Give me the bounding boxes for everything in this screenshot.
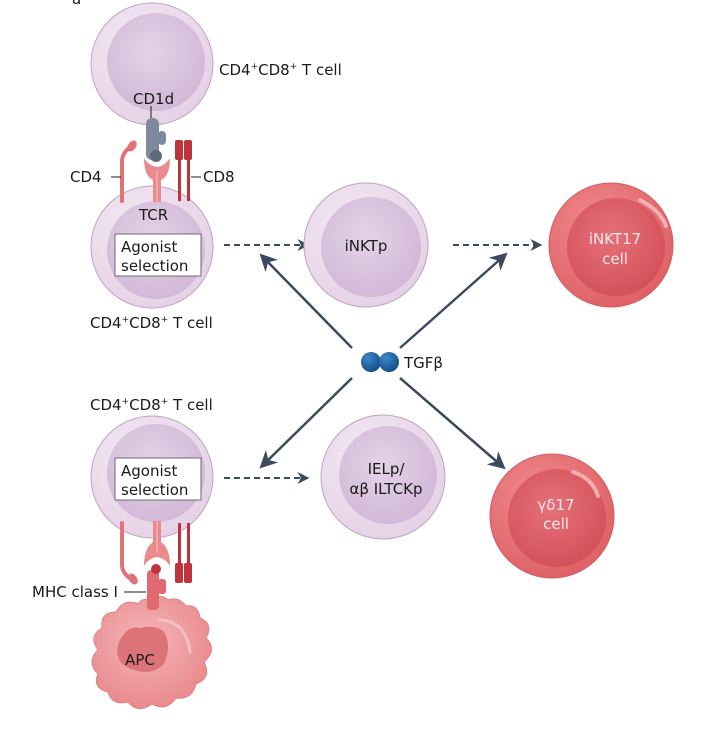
agonist-selection-box-top: Agonist selection	[114, 233, 202, 277]
cd8-top	[175, 140, 192, 201]
mhc-class-i	[147, 564, 166, 610]
cd1d-label: CD1d	[133, 90, 174, 108]
ielp-cell: IELp/ αβ ILTCKp	[320, 414, 446, 540]
svg-text:Agonist: Agonist	[121, 462, 177, 480]
lower-t-cell-label-top: CD4+CD8+ T cell	[90, 314, 213, 332]
tgfb-arrow-to-bottom-right	[399, 377, 506, 470]
tgfb-arrow-to-top-right	[399, 252, 508, 349]
svg-text:αβ ILTCKp: αβ ILTCKp	[349, 480, 422, 498]
tgfb-arrow-to-bottom-left	[259, 377, 353, 469]
apc-cell: APC	[91, 596, 212, 709]
cd8-label: CD8	[203, 168, 235, 186]
upper-t-cell-label: CD4+CD8+ T cell	[219, 61, 342, 79]
agonist-selection-box-bottom: Agonist selection	[114, 457, 202, 501]
inkt17-cell: iNKT17 cell	[548, 182, 674, 308]
svg-text:cell: cell	[543, 515, 569, 533]
tgfb-label: TGFβ	[403, 354, 443, 372]
cd4-top	[120, 140, 137, 203]
tcr-label: TCR	[138, 206, 168, 224]
cd4-label: CD4	[70, 168, 102, 186]
inktp-cell: iNKTp	[303, 182, 429, 308]
svg-text:iNKTp: iNKTp	[345, 237, 388, 255]
mhc-class-i-label: MHC class I	[32, 583, 118, 601]
svg-text:iNKT17: iNKT17	[589, 230, 641, 248]
svg-text:γδ17: γδ17	[537, 496, 574, 514]
tgfb-arrow-to-top-left	[259, 253, 353, 349]
svg-text:cell: cell	[602, 250, 628, 268]
panel-letter: a	[72, 0, 81, 8]
tcr-bottom	[144, 521, 170, 566]
svg-text:selection: selection	[121, 481, 188, 499]
svg-text:APC: APC	[125, 651, 155, 669]
svg-text:Agonist: Agonist	[121, 238, 177, 256]
tgfb-arrows	[259, 252, 508, 470]
upper-t-cell	[90, 2, 214, 126]
tcr-top	[144, 158, 170, 202]
svg-text:IELp/: IELp/	[368, 460, 406, 478]
bottom-t-cell-label: CD4+CD8+ T cell	[90, 396, 213, 414]
gd17-cell: γδ17 cell	[489, 453, 615, 579]
tgfb-icon	[361, 352, 399, 372]
cd8-bottom	[175, 523, 192, 583]
cd4-bottom	[120, 521, 138, 585]
svg-text:selection: selection	[121, 257, 188, 275]
cd1d-molecule	[146, 118, 166, 162]
